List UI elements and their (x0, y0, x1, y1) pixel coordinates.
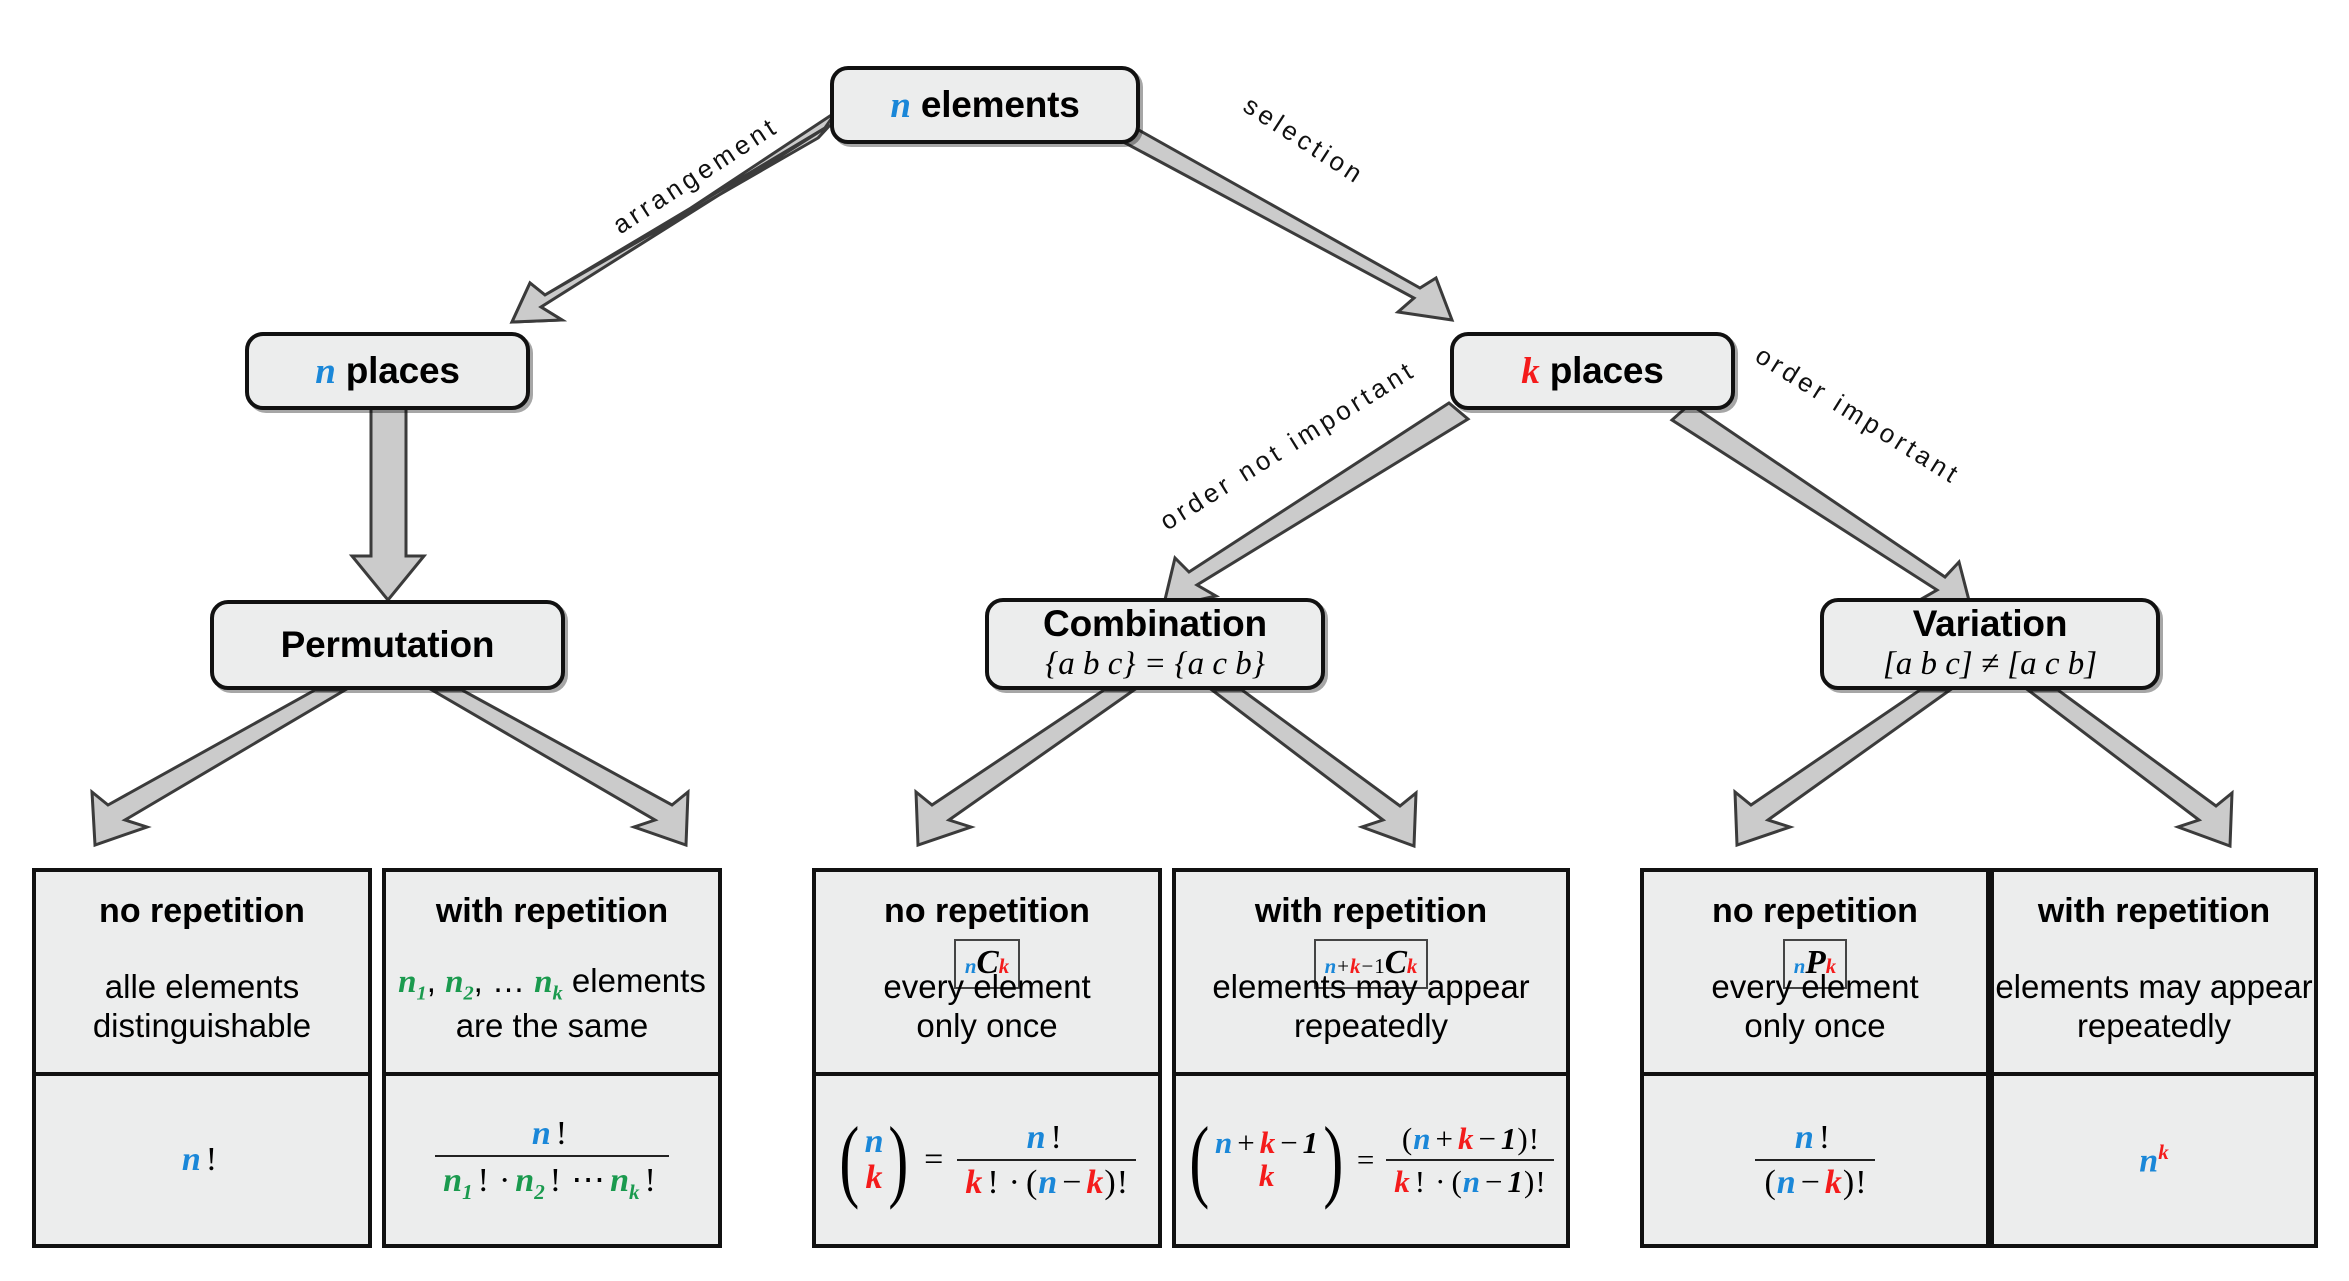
edge-label-order-important: order important (1750, 339, 1967, 491)
leaf-head: with repetition (435, 892, 669, 930)
node-variation-subtitle: [a b c] ≠ [a c b] (1882, 645, 2098, 682)
leaf-head: no repetition (99, 892, 305, 930)
node-combination-subtitle: {a b c} = {a c b} (1045, 645, 1265, 682)
leaf-head: with repetition (1254, 892, 1488, 930)
leaf-formula: n! (n−k)! (1644, 1076, 1986, 1244)
node-permutation[interactable]: Permutation (210, 600, 565, 690)
symbol-n: n (181, 1141, 201, 1178)
node-combination[interactable]: Combination {a b c} = {a c b} (985, 598, 1325, 690)
leaf-divider (1176, 1072, 1566, 1076)
leaf-combination-with-repetition[interactable]: with repetition n+k−1Ck elements may app… (1172, 868, 1570, 1248)
node-n-elements-title: n elements (890, 85, 1079, 125)
leaf-divider (36, 1072, 368, 1076)
symbol-k: k (2158, 1139, 2169, 1164)
leaf-head: with repetition (2037, 892, 2271, 930)
leaf-divider (816, 1072, 1158, 1076)
leaf-formula: ( n k ) = n! k!·(n−k)! (816, 1076, 1158, 1244)
leaf-divider (1994, 1072, 2314, 1076)
leaf-formula: n! (181, 1141, 218, 1178)
symbol-k: k (1521, 350, 1540, 392)
symbol-nk: nk (534, 964, 563, 1005)
leaf-permutation-with-repetition[interactable]: with repetition n1, n2, … nk elements ar… (382, 868, 722, 1248)
edge-comb-right (1207, 688, 1418, 849)
node-n-elements-text: elements (910, 83, 1080, 125)
edge-var-left (1733, 688, 1955, 848)
node-k-places[interactable]: k places (1450, 332, 1735, 410)
leaf-upper: with repetition n+k−1Ck elements may app… (1176, 872, 1566, 1072)
node-k-places-text: places (1539, 349, 1664, 391)
edge-arrangement (509, 110, 838, 324)
edge-selection (1113, 122, 1455, 322)
notation-badge-nPk: nPk (1782, 939, 1848, 989)
leaf-upper: with repetition n1, n2, … nk elements ar… (386, 872, 718, 1072)
edge-arrangement-body (509, 123, 832, 324)
node-n-places[interactable]: n places (245, 332, 530, 410)
node-k-places-title: k places (1521, 349, 1664, 392)
edge-order-important (1669, 402, 1975, 614)
symbol-n1: n1 (398, 964, 427, 1005)
node-n-places-title: n places (315, 349, 460, 392)
node-variation-title: Variation (1912, 602, 2068, 644)
node-variation[interactable]: Variation [a b c] ≠ [a c b] (1820, 598, 2160, 690)
leaf-formula: nk (1994, 1076, 2314, 1244)
node-n-places-text: places (335, 349, 460, 391)
symbol-n: nk (2139, 1139, 2169, 1180)
notation-badge-nCk: nCk (953, 939, 1021, 989)
edge-label-arrangement: arrangement (606, 110, 784, 240)
edge-label-order-not-important: order not important (1154, 354, 1421, 537)
node-n-elements[interactable]: n elements (830, 66, 1140, 144)
edge-label-selection: selection (1238, 89, 1371, 191)
leaf-divider (386, 1072, 718, 1076)
leaf-head: no repetition (884, 892, 1090, 930)
leaf-divider (1644, 1072, 1986, 1076)
edge-comb-left (914, 688, 1139, 848)
symbol-n: n (890, 84, 911, 126)
edge-perm-left (90, 688, 351, 848)
node-combination-title: Combination (1043, 602, 1267, 644)
notation-badge-n-plus-k-minus-1-C-k: n+k−1Ck (1313, 939, 1429, 989)
leaf-formula: ( n+k−1 k ) = (n+k−1)! k!·(n−1)! (1176, 1076, 1566, 1244)
edge-var-right (2023, 688, 2234, 849)
edge-perm-right (426, 688, 690, 848)
symbol-n2: n2 (445, 964, 474, 1005)
node-permutation-title: Permutation (280, 624, 495, 666)
edge-n-places-permutation (348, 394, 428, 603)
leaf-head: no repetition (1712, 892, 1918, 930)
leaf-description: n1, n2, … nk elements are the same (398, 962, 706, 1045)
leaf-formula: n! n1!·n2!⋯nk! (386, 1076, 718, 1244)
symbol-n: n (315, 350, 336, 392)
